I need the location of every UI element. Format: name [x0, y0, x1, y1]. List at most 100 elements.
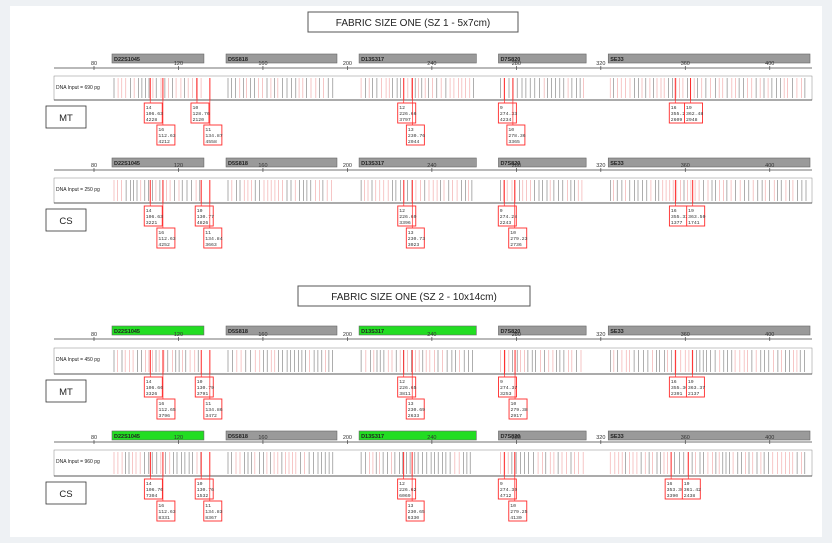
- allele-call-text: 3472: [205, 413, 217, 419]
- sample-label-box: [45, 208, 87, 232]
- allele-call-text: 11: [205, 230, 211, 236]
- allele-call-text: 278.36: [508, 133, 525, 139]
- allele-call-text: 10: [510, 503, 516, 509]
- allele-call-text: 3396: [399, 220, 411, 226]
- marker-label: D13S317: [361, 57, 384, 63]
- marker-bar: [358, 53, 477, 64]
- marker-label: D22S1045: [114, 57, 140, 63]
- sample-label-box: [45, 105, 87, 129]
- allele-call-text: 9: [500, 208, 503, 214]
- allele-call-text: 2438: [684, 493, 696, 499]
- allele-call-text: 4826: [197, 220, 209, 226]
- marker-label: D5S818: [228, 434, 248, 440]
- x-axis-tick-label: 160: [258, 435, 267, 441]
- allele-call-text: 274.28: [500, 214, 517, 220]
- marker-bar: [225, 430, 338, 441]
- marker-label: D5S818: [228, 161, 248, 167]
- allele-call-text: 226.62: [399, 487, 416, 493]
- allele-call-text: 19: [688, 208, 694, 214]
- allele-call-text: 1741: [688, 220, 700, 226]
- allele-call-box: [681, 478, 701, 500]
- marker-label: D13S317: [361, 434, 384, 440]
- allele-call-text: 106.66: [146, 385, 163, 391]
- allele-call-text: 279.25: [510, 509, 527, 515]
- allele-call-text: 9: [500, 379, 503, 385]
- allele-call-text: 363.50: [688, 214, 705, 220]
- dna-input-label: DNA Input = 690 pg: [56, 85, 100, 91]
- allele-call-text: 2137: [688, 391, 700, 397]
- marker-bar: [225, 53, 338, 64]
- x-axis-tick-label: 400: [765, 163, 774, 169]
- trace-bin-lines: [113, 452, 806, 474]
- marker-bar: [498, 53, 587, 64]
- dna-input-label: DNA Input = 250 pg: [56, 187, 100, 193]
- allele-call-text: 3797: [399, 117, 411, 123]
- allele-call-text: 4558: [205, 139, 217, 145]
- x-axis-tick-label: 320: [596, 332, 605, 338]
- allele-call-text: 355.26: [671, 111, 688, 117]
- allele-call-text: 10: [192, 105, 198, 111]
- allele-call-text: 10: [197, 481, 203, 487]
- x-axis-tick-label: 200: [343, 61, 352, 67]
- allele-call-text: 134.84: [205, 236, 222, 242]
- allele-call-text: 355.30: [671, 385, 688, 391]
- allele-call-text: 4130: [510, 515, 522, 521]
- marker-label: SE33: [610, 161, 623, 167]
- allele-call-text: 130.79: [197, 385, 214, 391]
- marker-bar: [607, 53, 811, 64]
- allele-call-text: 14: [146, 379, 152, 385]
- allele-call-text: 230.69: [408, 407, 425, 413]
- allele-call-box: [156, 227, 176, 249]
- allele-call-text: 226.65: [399, 385, 416, 391]
- x-axis-tick-label: 120: [174, 61, 183, 67]
- chart-title: FABRIC SIZE ONE (SZ 2 - 10x14cm): [331, 292, 497, 303]
- allele-call-text: 14: [146, 208, 152, 214]
- allele-call-text: 1377: [671, 220, 683, 226]
- allele-call-box: [203, 227, 223, 249]
- allele-call-text: 230.65: [408, 509, 425, 515]
- allele-call-box: [143, 478, 163, 500]
- allele-call-box: [397, 102, 417, 124]
- allele-call-text: 3221: [146, 220, 158, 226]
- allele-call-box: [397, 478, 417, 500]
- allele-call-text: 6330: [408, 515, 420, 521]
- allele-call-text: 10: [510, 230, 516, 236]
- sample-label-box: [45, 379, 87, 403]
- x-axis-tick-label: 360: [681, 163, 690, 169]
- marker-label: D7S820: [500, 434, 520, 440]
- marker-bar: [358, 430, 477, 441]
- allele-call-box: [497, 478, 517, 500]
- allele-call-text: 2044: [408, 139, 420, 145]
- allele-call-text: 10: [197, 379, 203, 385]
- x-axis-tick-label: 160: [258, 332, 267, 338]
- allele-call-box: [203, 500, 223, 522]
- marker-label: D22S1045: [114, 161, 140, 167]
- allele-call-text: 16: [671, 105, 677, 111]
- marker-label: D13S317: [361, 329, 384, 335]
- marker-label: SE33: [610, 57, 623, 63]
- allele-call-box: [194, 478, 214, 500]
- x-axis-tick-label: 400: [765, 332, 774, 338]
- allele-call-text: 128.76: [192, 111, 209, 117]
- allele-call-box: [405, 500, 425, 522]
- allele-call-box: [194, 376, 214, 398]
- allele-call-text: 2736: [510, 242, 522, 248]
- allele-call-text: 13: [408, 401, 414, 407]
- allele-call-text: 2609: [671, 117, 683, 123]
- allele-call-text: 230.73: [408, 236, 425, 242]
- trace-panel: [53, 449, 813, 477]
- allele-call-text: 106.63: [146, 111, 163, 117]
- allele-call-text: 16: [671, 208, 677, 214]
- allele-call-text: 2948: [686, 117, 698, 123]
- x-axis-tick-label: 320: [596, 435, 605, 441]
- allele-call-text: 3023: [408, 242, 420, 248]
- x-axis-tick-label: 240: [427, 61, 436, 67]
- allele-call-box: [156, 398, 176, 420]
- x-axis-tick-label: 280: [512, 435, 521, 441]
- x-axis-tick-label: 80: [91, 61, 97, 67]
- allele-call-text: 19: [684, 481, 690, 487]
- allele-call-text: 112.63: [158, 236, 175, 242]
- allele-call-box: [397, 376, 417, 398]
- allele-call-text: 274.30: [500, 487, 517, 493]
